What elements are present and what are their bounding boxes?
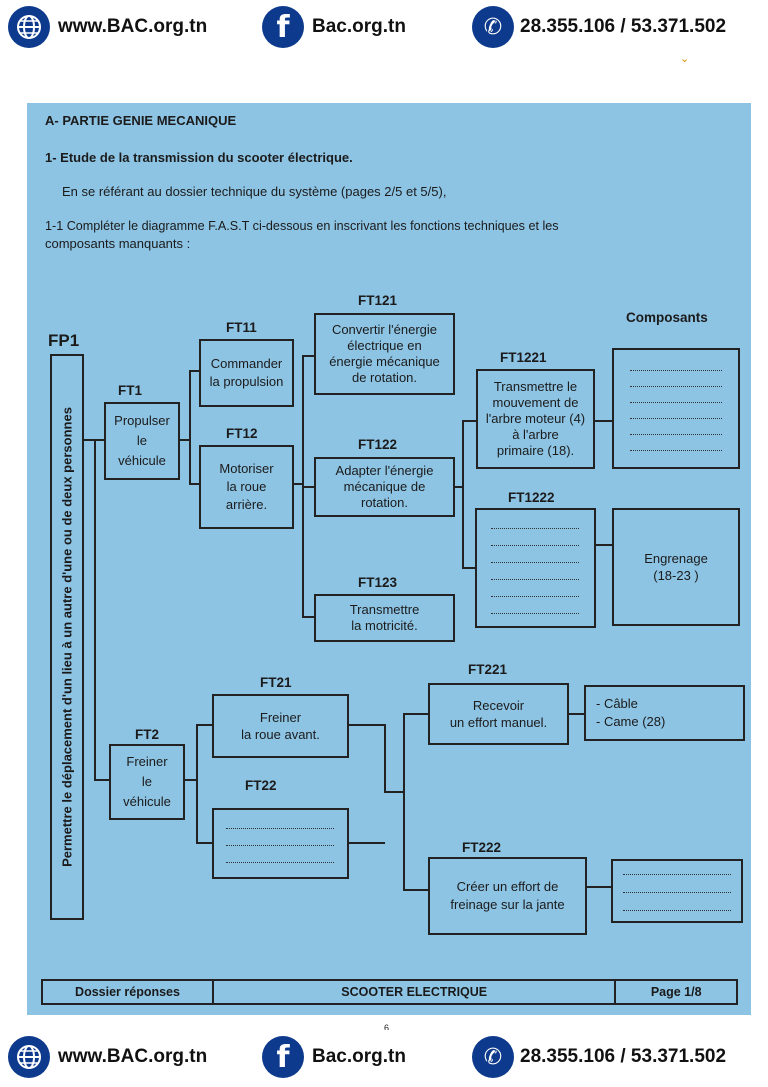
globe-icon xyxy=(8,6,50,48)
ft11-box: Commander la propulsion xyxy=(199,339,294,407)
answer-dotted-line xyxy=(491,528,579,529)
ft1222-component-box: Engrenage (18-23 ) xyxy=(612,508,740,626)
ft222-component-box[interactable] xyxy=(611,859,743,923)
phone-icon: ✆ xyxy=(472,1036,514,1078)
ft11-label: FT11 xyxy=(226,320,257,335)
website-link[interactable]: www.BAC.org.tn xyxy=(8,1036,207,1078)
website-text: www.BAC.org.tn xyxy=(58,1046,208,1067)
ft221-box: Recevoir un effort manuel. xyxy=(428,683,569,745)
ft221-component-box: - Câble - Came (28) xyxy=(584,685,745,741)
composants-title: Composants xyxy=(626,310,708,325)
facebook-text: Bac.org.tn xyxy=(312,1046,406,1067)
answer-dotted-line xyxy=(630,450,722,451)
exam-sheet xyxy=(27,103,751,1015)
footer-center: SCOOTER ELECTRIQUE xyxy=(214,981,617,1003)
ft1221-component-box[interactable] xyxy=(612,348,740,469)
ft1222-label: FT1222 xyxy=(508,490,555,505)
page-mark: 6 xyxy=(384,1023,390,1033)
phone-text: 28.355.106 / 53.371.502 xyxy=(520,16,727,37)
chevron-down-icon: ⌄ xyxy=(680,53,690,65)
answer-dotted-line xyxy=(623,892,731,893)
facebook-link[interactable]: f Bac.org.tn xyxy=(262,1036,406,1078)
answer-dotted-line xyxy=(226,828,334,829)
ft122-label: FT122 xyxy=(358,437,398,452)
ft22-box[interactable] xyxy=(212,808,349,879)
fp1-label: FP1 xyxy=(48,331,80,350)
ft12-box: Motoriser la roue arrière. xyxy=(199,445,294,529)
footer-page: Page 1/8 xyxy=(650,985,702,999)
ft121-label: FT121 xyxy=(358,293,398,308)
ft2-box: Freiner le véhicule xyxy=(109,744,185,820)
facebook-text: Bac.org.tn xyxy=(312,16,406,37)
top-banner: www.BAC.org.tn f Bac.org.tn ✆ 28.355.106… xyxy=(0,0,768,56)
answer-dotted-line xyxy=(623,910,731,911)
phone-link[interactable]: ✆ 28.355.106 / 53.371.502 xyxy=(472,6,726,48)
ft123-box: Transmettre la motricité. xyxy=(314,594,455,642)
ft2-label: FT2 xyxy=(135,727,160,742)
intro-text: En se référant au dossier technique du s… xyxy=(62,184,447,199)
answer-dotted-line xyxy=(226,862,334,863)
ft1221-label: FT1221 xyxy=(500,350,547,365)
facebook-link[interactable]: f Bac.org.tn xyxy=(262,6,406,48)
bottom-banner: www.BAC.org.tn f Bac.org.tn ✆ 28.355.106… xyxy=(0,1030,768,1086)
website-link[interactable]: www.BAC.org.tn xyxy=(8,6,207,48)
answer-dotted-line xyxy=(630,402,722,403)
facebook-icon: f xyxy=(262,1036,304,1078)
ft1-box: Propulser le véhicule xyxy=(104,402,180,480)
answer-dotted-line xyxy=(226,845,334,846)
answer-dotted-line xyxy=(623,874,731,875)
subsection-title: 1- Etude de la transmission du scooter é… xyxy=(45,150,353,165)
footer-left: Dossier réponses xyxy=(43,981,215,1003)
ft1-label: FT1 xyxy=(118,383,143,398)
answer-dotted-line xyxy=(491,613,579,614)
globe-icon xyxy=(8,1036,50,1078)
question-line-2: composants manquants : xyxy=(45,236,191,251)
answer-dotted-line xyxy=(630,386,722,387)
phone-text: 28.355.106 / 53.371.502 xyxy=(520,1046,727,1067)
answer-dotted-line xyxy=(491,596,579,597)
facebook-icon: f xyxy=(262,6,304,48)
question-line-1: 1-1 Compléter le diagramme F.A.S.T ci-de… xyxy=(45,219,559,233)
ft221-label: FT221 xyxy=(468,662,508,677)
section-title: A- PARTIE GENIE MECANIQUE xyxy=(45,113,237,128)
answer-dotted-line xyxy=(630,418,722,419)
answer-dotted-line xyxy=(630,434,722,435)
answer-dotted-line xyxy=(491,562,579,563)
answer-dotted-line xyxy=(630,370,722,371)
phone-icon: ✆ xyxy=(472,6,514,48)
ft122-box: Adapter l'énergie mécanique de rotation. xyxy=(314,457,455,517)
ft222-box: Créer un effort de freinage sur la jante xyxy=(428,857,587,935)
ft21-label: FT21 xyxy=(260,675,292,690)
ft1222-box[interactable] xyxy=(475,508,596,628)
ft1221-box: Transmettre le mouvement de l'arbre mote… xyxy=(476,369,595,469)
ft121-box: Convertir l'énergie électrique en énergi… xyxy=(314,313,455,395)
answer-dotted-line xyxy=(491,545,579,546)
ft12-label: FT12 xyxy=(226,426,258,441)
fp1-text: Permettre le déplacement d'un lieu à un … xyxy=(59,407,75,867)
ft22-label: FT22 xyxy=(245,778,277,793)
fp1-box: Permettre le déplacement d'un lieu à un … xyxy=(50,354,84,920)
ft21-box: Freiner la roue avant. xyxy=(212,694,349,758)
answer-dotted-line xyxy=(491,579,579,580)
phone-link[interactable]: ✆ 28.355.106 / 53.371.502 xyxy=(472,1036,726,1078)
ft222-label: FT222 xyxy=(462,840,502,855)
website-text: www.BAC.org.tn xyxy=(58,16,208,37)
ft123-label: FT123 xyxy=(358,575,398,590)
page-footer: Dossier réponses SCOOTER ELECTRIQUE Page… xyxy=(41,979,738,1005)
